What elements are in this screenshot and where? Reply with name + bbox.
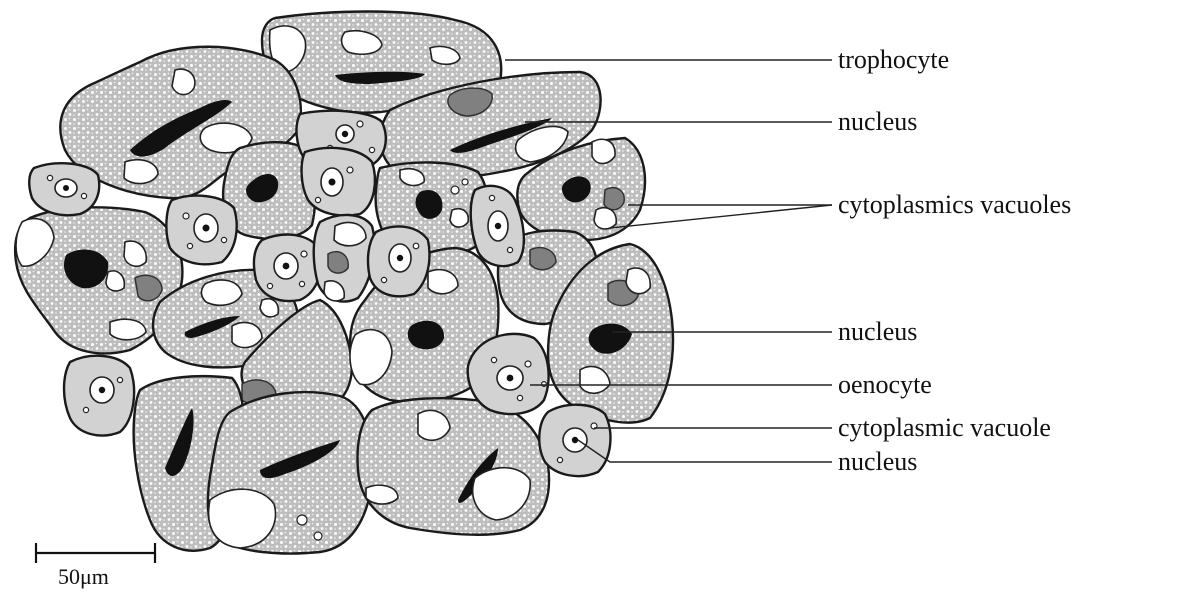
- leader-cytoplasmic-vacuoles-b: [610, 205, 832, 228]
- scale-bar-label: 50μm: [58, 564, 109, 589]
- inclusion-granule: [604, 188, 624, 210]
- cytoplasmic-vacuole: [124, 160, 158, 184]
- labels: trophocyte nucleus cytoplasmics vacuoles…: [838, 45, 1071, 476]
- trophocyte-cell: [358, 398, 550, 535]
- trophocyte-nucleus: [408, 321, 444, 349]
- cytoplasmic-vacuole: [334, 222, 366, 245]
- scale-bar: 50μm: [36, 543, 155, 589]
- cytoplasmic-vacuole: [260, 299, 278, 317]
- oenocyte-nucleolus: [572, 437, 578, 443]
- oenocyte-nucleolus: [99, 387, 105, 393]
- inclusion-granule: [328, 252, 348, 273]
- oenocyte-nucleolus: [203, 225, 210, 232]
- oenocyte-cell: [368, 226, 429, 296]
- trophocyte-cell: [208, 392, 373, 553]
- leader-nucleus-3: [578, 440, 832, 462]
- oenocyte-cell: [64, 356, 134, 436]
- oenocyte-cell: [254, 235, 321, 301]
- cytoplasmic-vacuole: [366, 485, 398, 504]
- oenocyte-cell: [166, 196, 236, 265]
- label-nucleus-3: nucleus: [838, 447, 917, 476]
- oenocyte-nucleolus: [342, 131, 348, 137]
- cytoplasmic-vacuole: [232, 322, 262, 347]
- inclusion-granule: [135, 275, 162, 301]
- cytoplasmic-vacuole: [201, 280, 242, 305]
- cytoplasmic-vacuole: [297, 515, 307, 525]
- oenocyte-nucleolus: [507, 375, 514, 382]
- label-oenocyte: oenocyte: [838, 370, 932, 399]
- cytoplasmic-vacuole: [451, 186, 459, 194]
- cytoplasmic-vacuole: [462, 179, 468, 185]
- oenocyte-cell: [314, 215, 375, 302]
- oenocyte-cell: [468, 334, 549, 414]
- cytoplasmic-vacuole: [314, 532, 322, 540]
- label-cytoplasmic-vacuole: cytoplasmic vacuole: [838, 413, 1051, 442]
- cytoplasmic-vacuole: [594, 208, 616, 229]
- label-trophocyte: trophocyte: [838, 45, 949, 74]
- oenocyte-nucleolus: [283, 263, 290, 270]
- label-nucleus-2: nucleus: [838, 317, 917, 346]
- oenocyte-nucleolus: [495, 223, 501, 229]
- cytoplasmic-vacuole: [110, 319, 146, 340]
- oenocyte-cell: [539, 405, 610, 476]
- oenocyte-cell: [471, 186, 524, 266]
- label-cytoplasmic-vacuoles: cytoplasmics vacuoles: [838, 190, 1071, 219]
- oenocyte-nucleolus: [397, 255, 403, 261]
- cytoplasmic-vacuole: [626, 268, 650, 294]
- cytoplasmic-vacuole: [592, 139, 615, 163]
- oenocyte-cell: [29, 163, 99, 215]
- cell-cluster: [15, 12, 673, 554]
- cytoplasmic-vacuole: [450, 209, 468, 227]
- label-nucleus-1: nucleus: [838, 107, 917, 136]
- oenocyte-nucleolus: [329, 179, 336, 186]
- cytoplasmic-vacuole: [172, 69, 195, 94]
- oenocyte-cell: [302, 148, 375, 216]
- oenocyte-nucleolus: [63, 185, 69, 191]
